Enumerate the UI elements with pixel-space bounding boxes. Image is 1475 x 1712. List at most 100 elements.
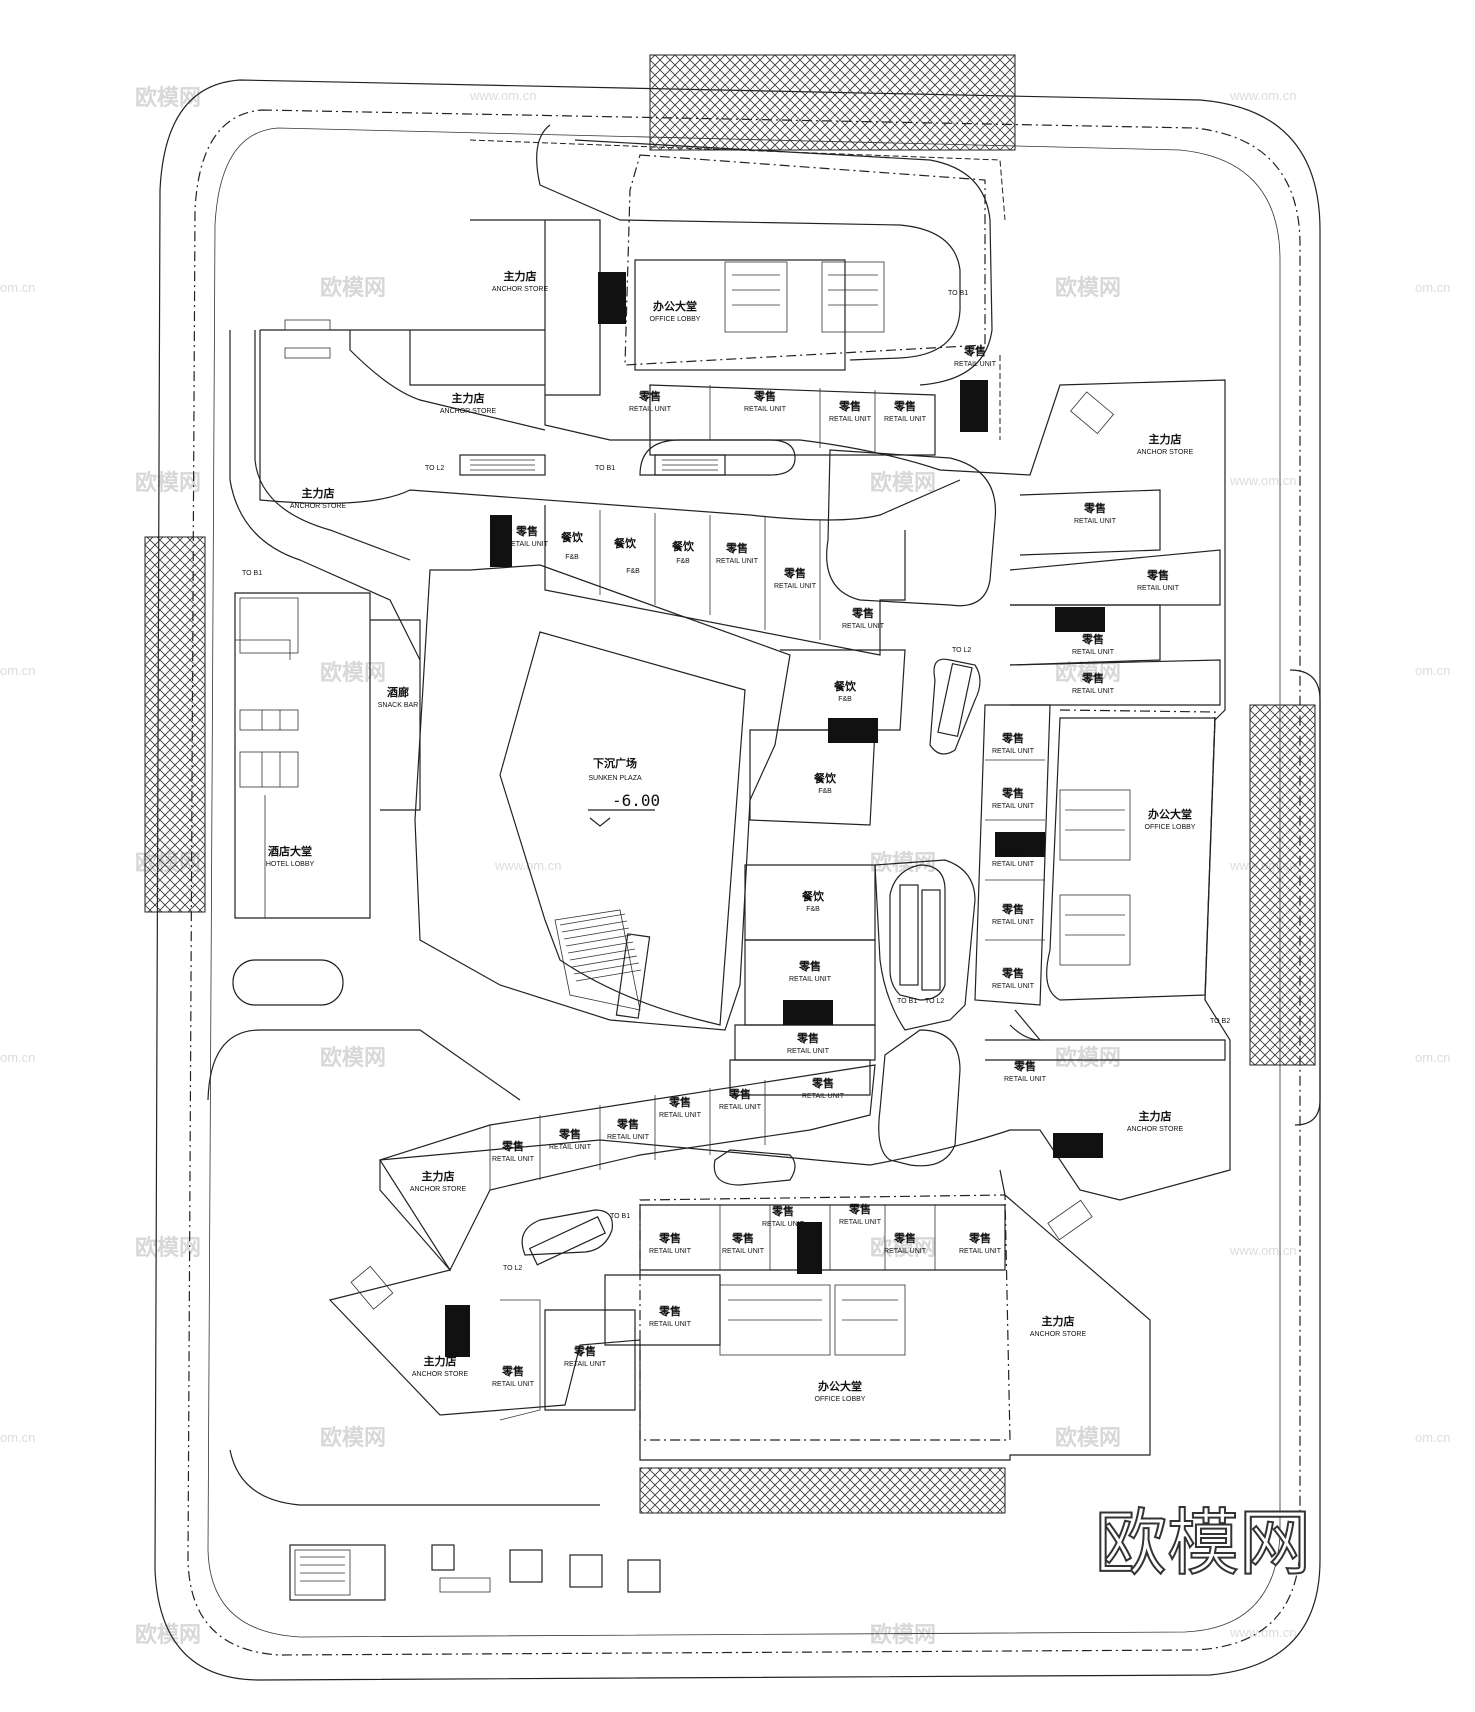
retail-label: RETAIL UNIT: [549, 1144, 592, 1151]
zone-label: 主力店: [424, 1354, 457, 1368]
stairs: [559, 913, 642, 982]
retail-label: RETAIL UNIT: [954, 361, 997, 368]
core-block: [1053, 1133, 1103, 1158]
fb-label: F&B: [806, 906, 820, 913]
hatched-plaza-west: [144, 536, 206, 913]
retail-label: 零售: [893, 1231, 916, 1245]
watermark-url: om.cn: [0, 1430, 35, 1445]
fb-label: 餐饮: [833, 679, 857, 693]
zone-label: 主力店: [452, 391, 485, 405]
retail-label: RETAIL UNIT: [959, 1248, 1002, 1255]
retail-label: RETAIL UNIT: [884, 416, 927, 423]
zone-label: ANCHOR STORE: [1030, 1331, 1087, 1338]
retail-label: 零售: [838, 399, 861, 413]
retail-label: 零售: [851, 606, 874, 620]
sunken-plaza: 下沉广场 SUNKEN PLAZA -6.00: [414, 564, 791, 1031]
retail-label: RETAIL UNIT: [842, 623, 885, 630]
watermark-brand: 欧模网: [135, 1622, 201, 1648]
hatched-plaza-east: [1249, 704, 1316, 1066]
watermark-brand: 欧模网: [320, 275, 386, 301]
watermark-brand: 欧模网: [870, 1235, 936, 1261]
watermark-url: www.om.cn: [1229, 473, 1296, 488]
fb-label: 餐饮: [801, 889, 825, 903]
internal-roads: [207, 124, 1321, 1506]
retail-label: RETAIL UNIT: [659, 1112, 702, 1119]
retail-label: 零售: [725, 541, 748, 555]
watermark-brand: 欧模网: [870, 1622, 936, 1648]
zone-label: 酒店大堂: [268, 844, 312, 858]
escalators: [459, 439, 981, 1266]
vertical-circulation-tags: TO L2 TO B1 TO B1 TO B1 TO L2 TO B1 TO L…: [242, 290, 1230, 1272]
retail-label: 零售: [501, 1364, 524, 1378]
watermark-brand: 欧模网: [320, 1045, 386, 1071]
retail-label: 零售: [783, 566, 806, 580]
watermark-brand: 欧模网: [870, 470, 936, 496]
hatched-plaza-north: [649, 54, 1016, 151]
watermark-url: om.cn: [1415, 280, 1450, 295]
core-block: [797, 1222, 822, 1274]
retail-strip-mid: [729, 859, 976, 1096]
retail-label: 零售: [796, 1031, 819, 1045]
tag-to-b1: TO B1: [897, 998, 917, 1005]
zone-labels: 主力店 ANCHOR STORE 主力店 ANCHOR STORE 主力店 AN…: [266, 269, 1196, 1403]
retail-label: RETAIL UNIT: [992, 861, 1035, 868]
fb-label: F&B: [818, 788, 832, 795]
retail-label: RETAIL UNIT: [787, 1048, 830, 1055]
core-block: [490, 515, 512, 567]
retail-label: 零售: [1081, 632, 1104, 646]
retail-label: 零售: [658, 1231, 681, 1245]
zone-label: 主力店: [504, 269, 537, 283]
level-mark: -6.00: [612, 791, 660, 810]
zone-label: ANCHOR STORE: [410, 1186, 467, 1193]
zone-label: 主力店: [1149, 432, 1182, 446]
watermark-brand: 欧模网: [1055, 275, 1121, 301]
retail-label: 零售: [893, 399, 916, 413]
watermark-brand: 欧模网: [1055, 660, 1121, 686]
retail-labels: 零售 RETAIL UNIT 零售 RETAIL UNIT 零售 RETAIL …: [492, 344, 1180, 1388]
tag-to-b2: TO B2: [1210, 1018, 1230, 1025]
fb-label: 餐饮: [671, 539, 695, 553]
zone-label: OFFICE LOBBY: [650, 316, 701, 323]
sunken-plaza-title: 下沉广场: [593, 756, 637, 770]
zone-label: ANCHOR STORE: [440, 408, 497, 415]
zone-label: ANCHOR STORE: [1137, 449, 1194, 456]
bottom-structures: [289, 1544, 661, 1601]
watermark-url: om.cn: [1415, 1430, 1450, 1445]
retail-label: RETAIL UNIT: [649, 1248, 692, 1255]
retail-label: RETAIL UNIT: [716, 558, 759, 565]
zone-label: 办公大堂: [1148, 807, 1192, 821]
hatched-plaza-south: [639, 1467, 1006, 1514]
retail-label: 零售: [638, 389, 661, 403]
level-symbol: [588, 809, 655, 827]
core-block: [783, 1000, 833, 1025]
retail-label: RETAIL UNIT: [762, 1221, 805, 1228]
retail-label: RETAIL UNIT: [992, 919, 1035, 926]
retail-label: RETAIL UNIT: [492, 1156, 535, 1163]
core-block: [960, 380, 988, 432]
zone-label: ANCHOR STORE: [412, 1371, 469, 1378]
tag-to-l2: TO L2: [503, 1265, 522, 1272]
zone-label: SNACK BAR: [378, 702, 418, 709]
retail-label: RETAIL UNIT: [722, 1248, 765, 1255]
retail-label: 零售: [731, 1231, 754, 1245]
watermark-brand: 欧模网: [320, 660, 386, 686]
retail-label: RETAIL UNIT: [744, 406, 787, 413]
zone-label: OFFICE LOBBY: [1145, 824, 1196, 831]
retail-label: RETAIL UNIT: [1137, 585, 1180, 592]
retail-label: 零售: [515, 524, 538, 538]
tag-to-l2: TO L2: [425, 465, 444, 472]
retail-label: 零售: [501, 1139, 524, 1153]
north-office: [624, 154, 986, 456]
zone-label: ANCHOR STORE: [492, 286, 549, 293]
watermark-url: www.om.cn: [1229, 1243, 1296, 1258]
entry-doors: [284, 319, 1115, 1310]
tag-to-l2: TO L2: [952, 647, 971, 654]
tag-to-b1: TO B1: [242, 570, 262, 577]
zone-label: 酒廊: [387, 685, 409, 699]
zone-label: 主力店: [422, 1169, 455, 1183]
retail-label: RETAIL UNIT: [839, 1219, 882, 1226]
retail-label: 零售: [1081, 671, 1104, 685]
watermark-url: www.om.cn: [1229, 88, 1296, 103]
zone-label: HOTEL LOBBY: [266, 861, 315, 868]
south-office: [499, 1194, 1011, 1441]
